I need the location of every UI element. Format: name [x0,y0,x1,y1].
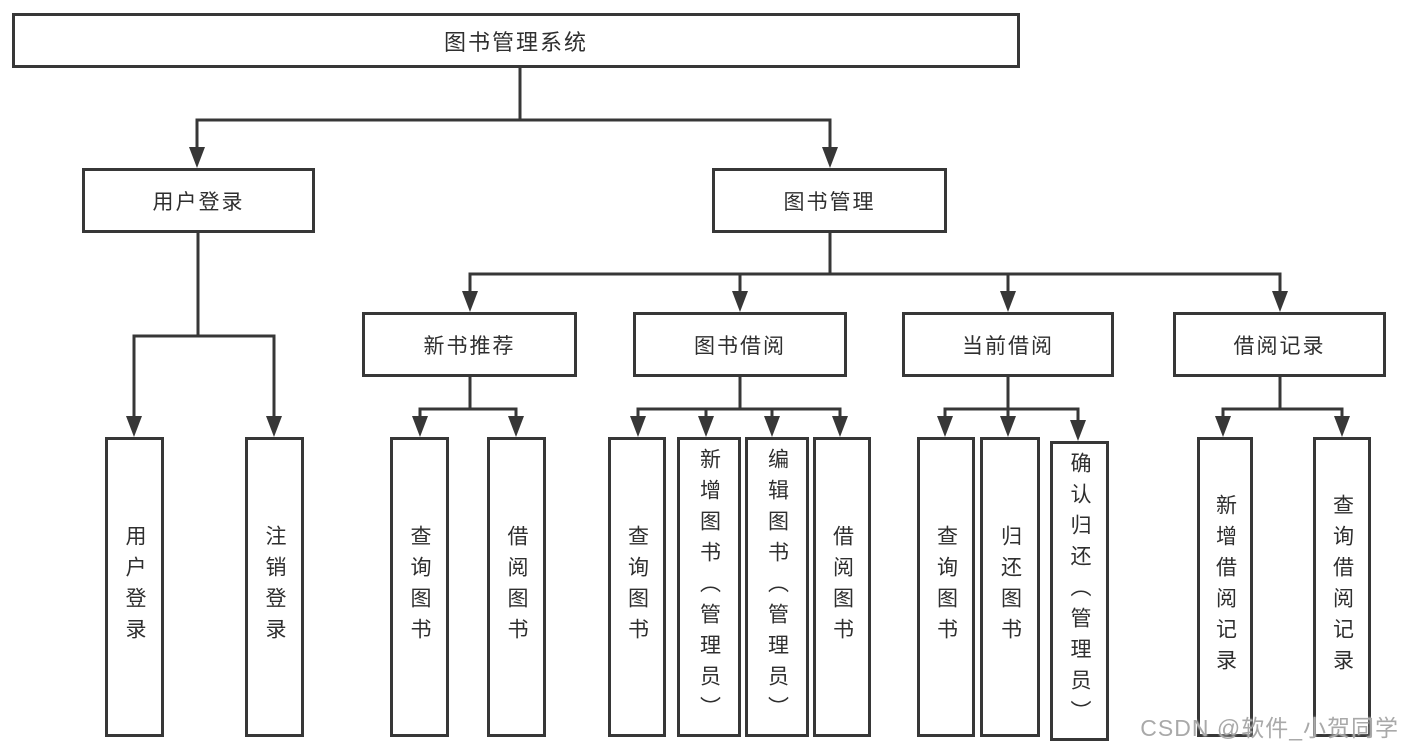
watermark: CSDN @软件_小贺同学 [1140,715,1399,741]
leaf-query-books-borrow: 查询图书 [608,437,666,737]
tree-edges [132,66,1344,425]
leaf-add-book-admin: 新增图书（管理员） [677,437,741,737]
node-root-system: 图书管理系统 [12,13,1020,68]
node-new-book-recommend: 新书推荐 [362,312,577,377]
leaf-edit-book-admin: 编辑图书（管理员） [745,437,809,737]
node-book-management: 图书管理 [712,168,947,233]
node-borrow-records: 借阅记录 [1173,312,1386,377]
leaf-query-borrow-record: 查询借阅记录 [1313,437,1371,737]
leaf-borrow-books-recommend: 借阅图书 [487,437,546,737]
node-book-borrow: 图书借阅 [633,312,847,377]
arrowhead-icons [126,147,1350,441]
leaf-confirm-return-admin: 确认归还（管理员） [1050,441,1109,741]
leaf-add-borrow-record: 新增借阅记录 [1197,437,1253,737]
leaf-borrow-books: 借阅图书 [813,437,871,737]
leaf-query-books-current: 查询图书 [917,437,975,737]
node-current-borrow: 当前借阅 [902,312,1114,377]
leaf-return-book: 归还图书 [980,437,1040,737]
leaf-query-books-recommend: 查询图书 [390,437,449,737]
leaf-logout: 注销登录 [245,437,304,737]
node-user-login: 用户登录 [82,168,315,233]
leaf-user-login: 用户登录 [105,437,164,737]
